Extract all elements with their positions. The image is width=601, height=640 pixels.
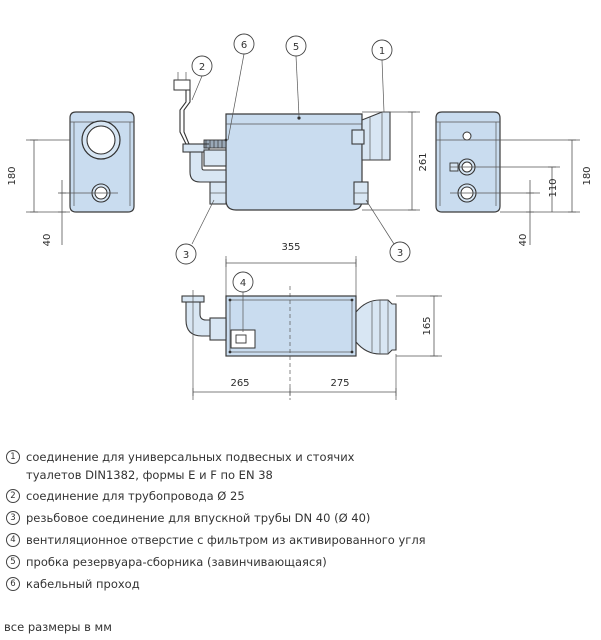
legend-item-4: 4 вентиляционное отверстие с фильтром из…	[4, 529, 594, 551]
legend-item-1-continued: туалетов DIN1382, формы E и F по EN 38	[4, 465, 594, 485]
legend-text: туалетов DIN1382, формы E и F по EN 38	[26, 468, 273, 482]
legend-item-6: 6 кабельный проход	[4, 573, 594, 595]
dim-front-261: 261	[418, 152, 429, 171]
dim-right-40: 40	[518, 234, 529, 247]
legend-item-3: 3 резьбовое соединение для впускной труб…	[4, 507, 594, 529]
dim-left-40: 40	[42, 234, 53, 247]
callout-2	[191, 55, 213, 77]
legend: 1 соединение для универсальных подвесных…	[4, 446, 594, 595]
legend-item-1: 1 соединение для универсальных подвесных…	[4, 446, 594, 468]
dim-top-355: 355	[281, 242, 300, 253]
units-footnote: все размеры в мм	[4, 620, 112, 634]
legend-text: соединение для универсальных подвесных и…	[26, 450, 355, 464]
dim-top-275: 275	[330, 378, 349, 389]
callout-4	[232, 271, 254, 293]
dim-top-265: 265	[230, 378, 249, 389]
callout-1	[371, 39, 393, 61]
dim-top-165: 165	[422, 316, 433, 335]
callout-5	[285, 35, 307, 57]
legend-text: пробка резервуара-сборника (завинчивающа…	[26, 555, 327, 569]
right-side-view: 180 110 40	[435, 111, 593, 247]
dim-right-180: 180	[582, 166, 593, 185]
callout-5-label: 5	[293, 42, 299, 53]
callout-1-label: 1	[379, 46, 385, 57]
legend-number: 5	[6, 555, 20, 569]
callout-3-right	[389, 241, 411, 263]
legend-number: 4	[6, 533, 20, 547]
callouts: 6 5 1 2 3 3 4	[175, 33, 411, 332]
callout-3-left	[175, 243, 197, 265]
callout-3-right-label: 3	[397, 248, 403, 259]
callout-4-label: 4	[240, 278, 246, 289]
callout-2-label: 2	[199, 62, 205, 73]
left-side-view: 180 40	[7, 111, 135, 247]
top-view: 355 165 265 2	[181, 242, 442, 400]
callout-3-left-label: 3	[183, 250, 189, 261]
legend-number: 2	[6, 489, 20, 503]
dim-right-110: 110	[548, 178, 559, 197]
legend-number: 1	[6, 450, 20, 464]
callout-6	[233, 33, 255, 55]
dim-left-180: 180	[7, 166, 18, 185]
technical-drawing: 180 40	[7, 33, 593, 400]
legend-item-2: 2 соединение для трубопровода Ø 25	[4, 485, 594, 507]
legend-text: кабельный проход	[26, 577, 140, 591]
legend-number: 6	[6, 577, 20, 591]
legend-item-5: 5 пробка резервуара-сборника (завинчиваю…	[4, 551, 594, 573]
legend-text: вентиляционное отверстие с фильтром из а…	[26, 533, 426, 547]
callout-6-label: 6	[241, 40, 247, 51]
legend-text: резьбовое соединение для впускной трубы …	[26, 511, 371, 525]
front-view: 261	[173, 72, 429, 211]
legend-number: 3	[6, 511, 20, 525]
legend-text: соединение для трубопровода Ø 25	[26, 489, 245, 503]
